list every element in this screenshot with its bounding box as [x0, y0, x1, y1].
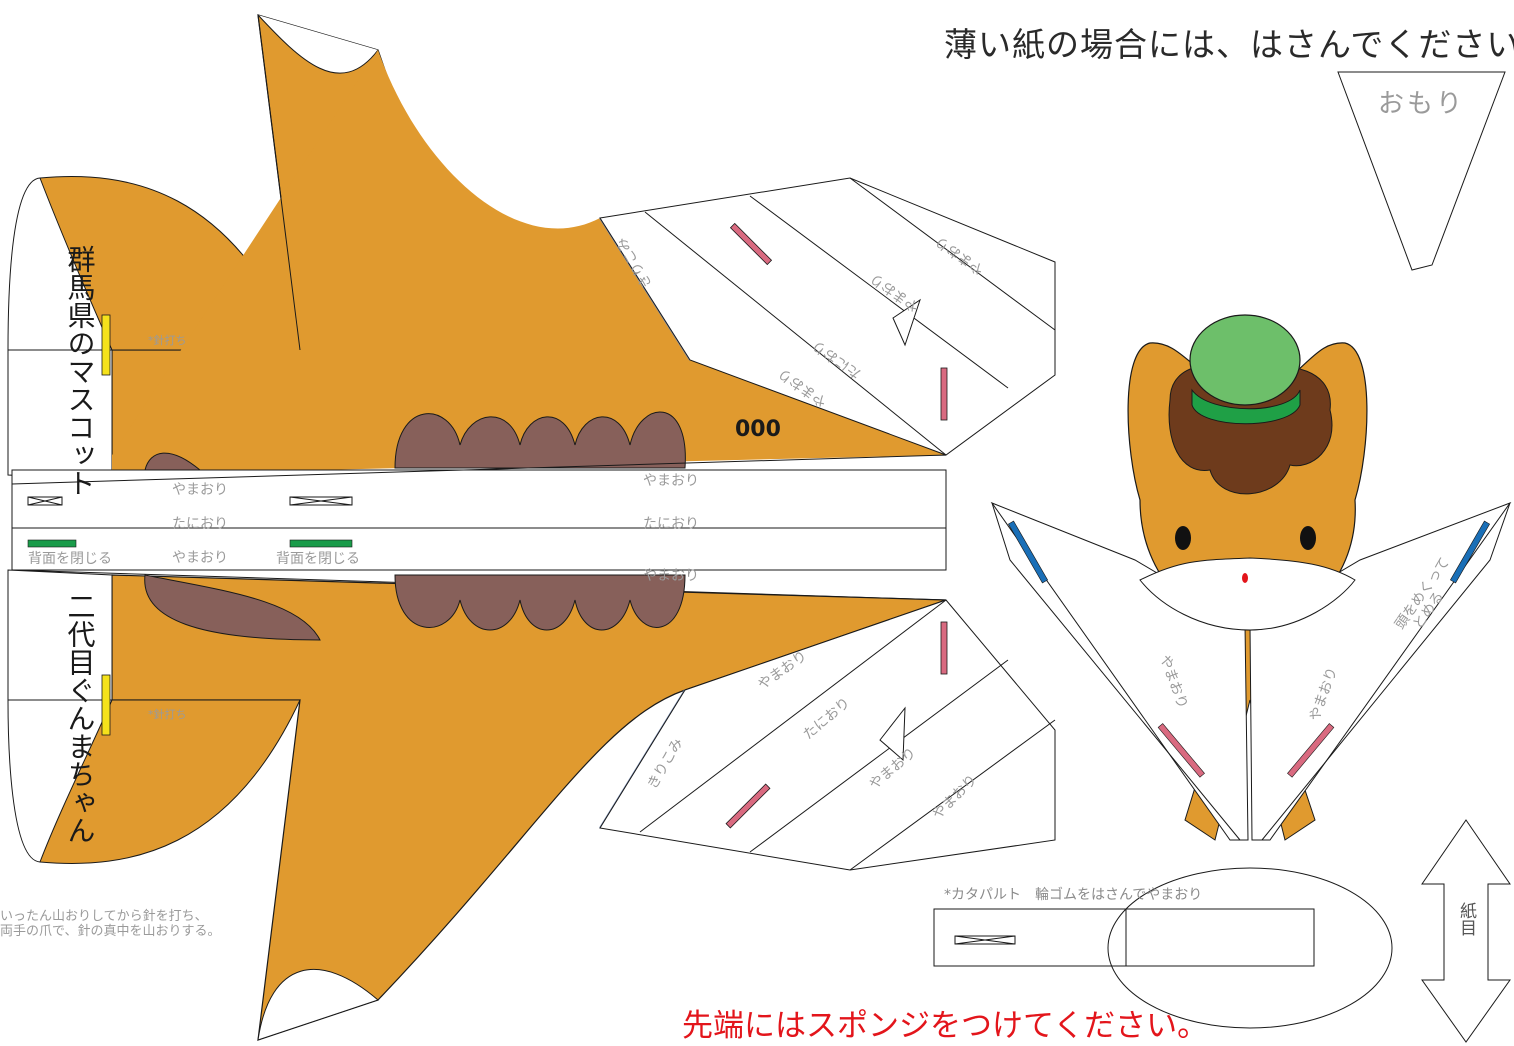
fold-mountain-1: やまおり	[172, 482, 228, 498]
top-instruction: 薄い紙の場合には、はさんでください。	[944, 25, 1514, 64]
fold-mountain-4: やまおり	[643, 568, 699, 584]
pin-instructions: いったん山おりしてから針を打ち、 両手の爪で、針の真中を山おりする。	[0, 909, 220, 939]
pin-mark-top: *針打ち	[148, 333, 187, 347]
grain-label: 紙目	[1456, 902, 1477, 936]
fold-valley-2: たにおり	[643, 516, 699, 532]
yellow-mark-top	[101, 314, 111, 376]
x-box-icon	[289, 496, 353, 506]
green-mark-1	[27, 539, 77, 548]
close-back-1: 背面を閉じる	[28, 551, 112, 567]
x-box-icon	[27, 496, 63, 506]
pink-mark-top-2	[940, 367, 948, 421]
pink-mark-bottom-2	[725, 783, 771, 829]
green-mark-2	[289, 539, 353, 548]
plane-number: 000	[735, 417, 781, 442]
fold-mountain-2: やまおり	[172, 550, 228, 566]
bottom-wing	[7, 569, 947, 1041]
bottom-instruction: 先端にはスポンジをつけてください。	[682, 1008, 1209, 1044]
weight-label: おもり	[1378, 89, 1465, 119]
pink-mark-head-left	[1157, 723, 1205, 778]
fold-valley-1: たにおり	[172, 516, 228, 532]
pink-mark-head-right	[1287, 723, 1335, 778]
up-down-arrow-icon	[1421, 819, 1511, 1043]
fold-mountain-3: やまおり	[643, 473, 699, 489]
pink-mark-bottom-1	[940, 621, 948, 675]
x-box-icon	[954, 935, 1016, 945]
top-wing-label: 群馬県のマスコット	[64, 245, 97, 497]
fuselage-strip	[11, 454, 947, 601]
catapult-label: *カタパルト 輪ゴムをはさんでやまおり	[944, 887, 1203, 903]
weight-piece	[1337, 71, 1506, 271]
close-back-2: 背面を閉じる	[276, 551, 360, 567]
hat	[1189, 314, 1301, 406]
blue-mark-left	[1007, 520, 1049, 584]
brown-bumps-bottom	[394, 574, 686, 631]
pin-instruction-line-2: 両手の爪で、針の真中を山おりする。	[0, 924, 221, 939]
pin-mark-bottom: *針打ち	[148, 707, 187, 721]
brown-bumps-top	[394, 411, 686, 469]
catapult-piece	[933, 867, 1393, 1029]
bottom-wing-label: 二代目ぐんまちゃん	[64, 592, 97, 844]
bottom-fold-panel	[599, 599, 1056, 871]
pink-mark-top-1	[729, 222, 773, 266]
yellow-mark-bottom	[101, 674, 111, 736]
head-piece	[990, 314, 1512, 841]
top-fold-panel	[599, 177, 1056, 456]
pin-instruction-line-1: いったん山おりしてから針を打ち、	[0, 909, 208, 924]
blue-mark-right	[1449, 520, 1491, 584]
